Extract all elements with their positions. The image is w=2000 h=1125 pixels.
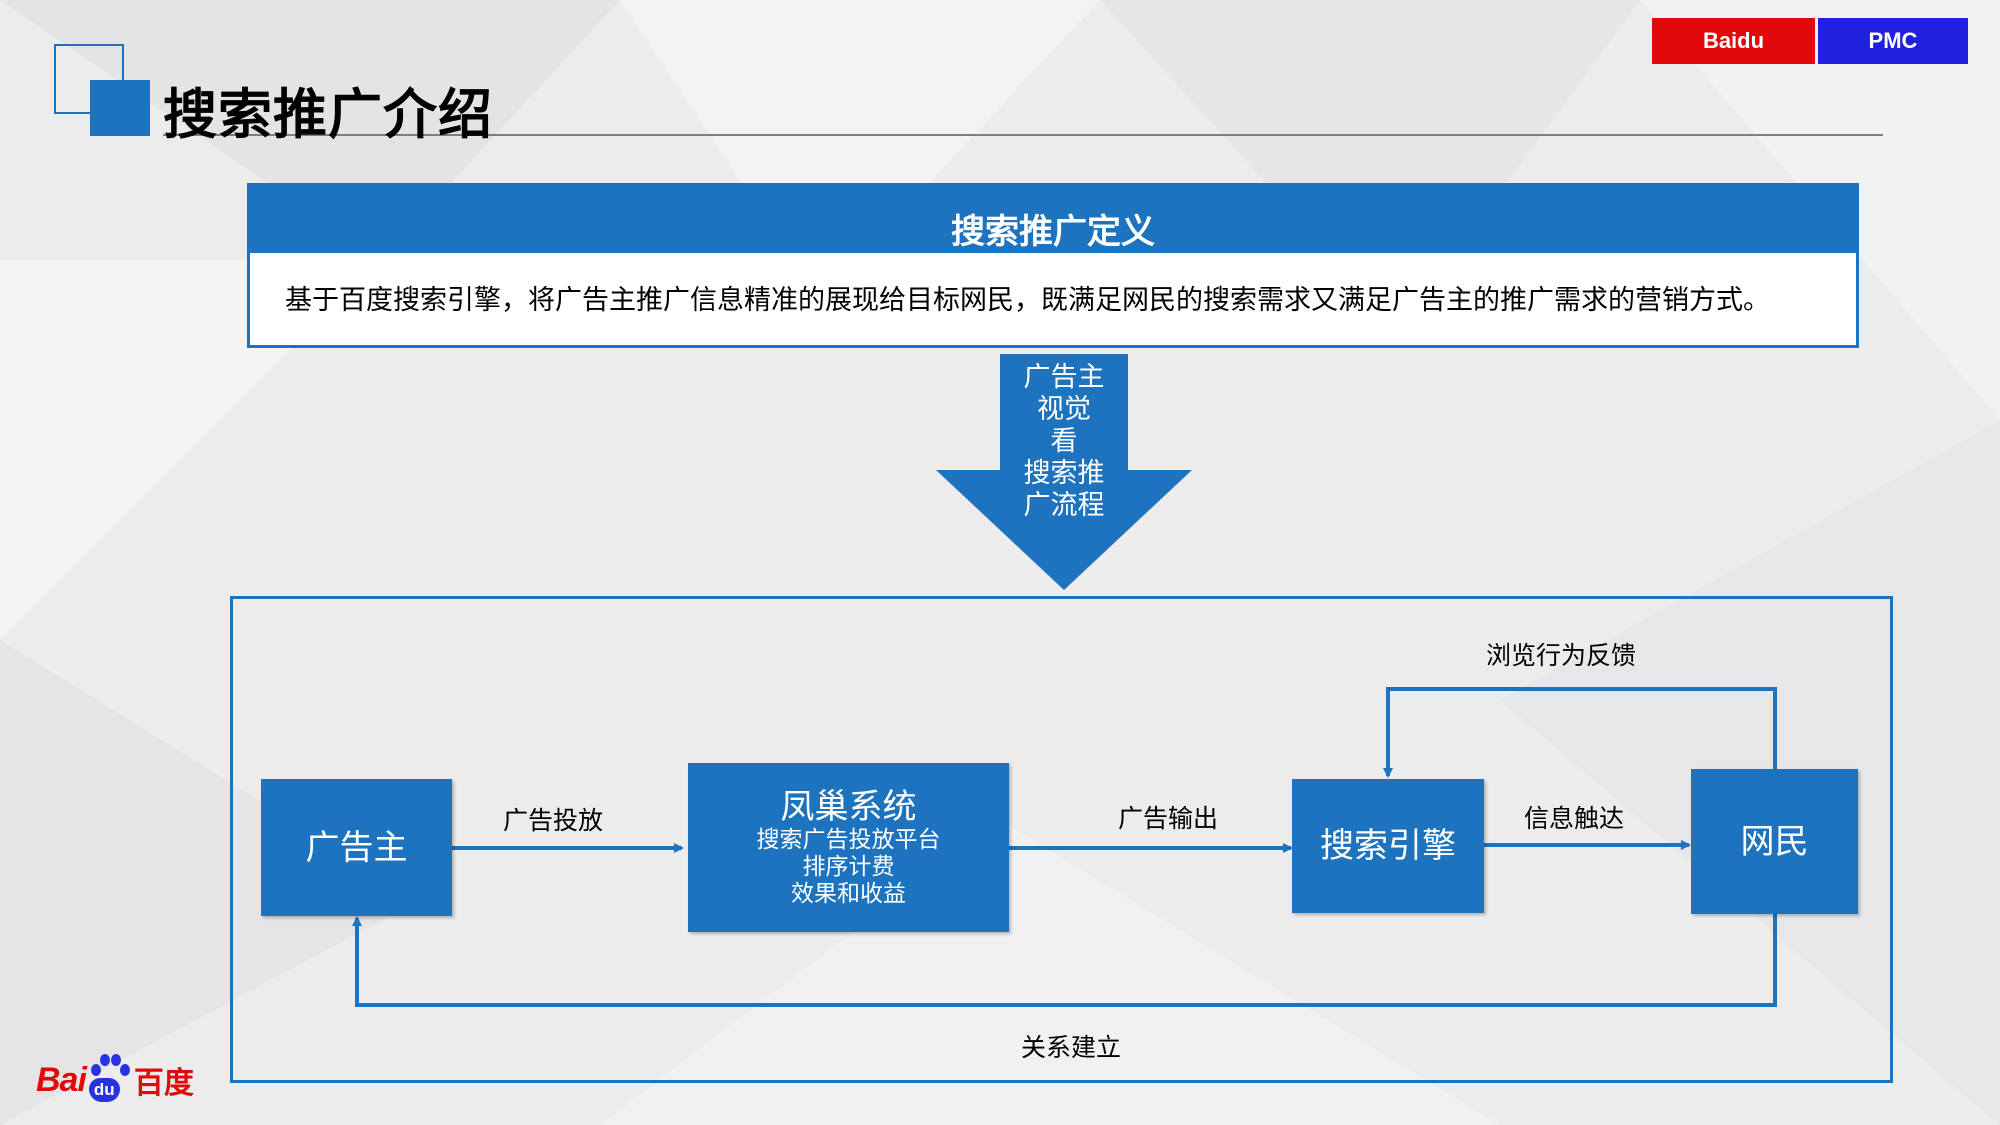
logo-cn-text: 百度 [133, 1066, 194, 1101]
title-divider [163, 134, 1883, 136]
baidu-tag: Baidu [1652, 18, 1815, 64]
title-decoration-outline [54, 44, 124, 114]
node-search-engine-label: 搜索引擎 [1320, 826, 1456, 866]
node-advertiser: 广告主 [261, 779, 452, 916]
connector-relationship-loop [352, 914, 1777, 1007]
node-advertiser-label: 广告主 [305, 827, 408, 868]
node-netizen-label: 网民 [1740, 821, 1809, 862]
node-fengchao: 凤巢系统 搜索广告投放平台 排序计费 效果和收益 [688, 763, 1009, 932]
node-fengchao-line: 效果和收益 [791, 881, 906, 907]
node-fengchao-line: 排序计费 [802, 854, 895, 880]
node-search-engine: 搜索引擎 [1292, 779, 1484, 913]
arrow-caption-line: 看 [1050, 426, 1078, 457]
arrow-caption-line: 广告主 [1023, 362, 1105, 393]
arrow-caption-line: 搜索推 [1023, 458, 1105, 489]
logo-du-text: du [88, 1078, 120, 1102]
down-arrow-shape [936, 354, 1192, 590]
pmc-tag: PMC [1818, 18, 1968, 64]
label-relationship: 关系建立 [1021, 1033, 1122, 1062]
arrow-caption-line: 视觉 [1037, 394, 1091, 425]
page-title: 搜索推广介绍 [163, 83, 493, 146]
baidu-logo: Bai du 百度 [36, 1050, 194, 1110]
arrow-caption-line: 广流程 [1023, 490, 1105, 521]
paw-icon: du [86, 1052, 134, 1108]
label-browse-feedback: 浏览行为反馈 [1486, 641, 1637, 670]
node-netizen: 网民 [1691, 769, 1858, 914]
definition-heading: 搜索推广定义 [247, 183, 1859, 253]
label-ad-placement: 广告投放 [503, 806, 604, 835]
node-fengchao-line: 搜索广告投放平台 [756, 827, 941, 853]
label-info-reach: 信息触达 [1524, 804, 1625, 833]
node-fengchao-title: 凤巢系统 [780, 787, 917, 827]
flow-frame [230, 596, 1893, 1083]
logo-bai-text: Bai [36, 1060, 87, 1099]
label-ad-output: 广告输出 [1118, 804, 1219, 833]
arrow-caption: 广告主 视觉 看 搜索推 广流程 [1000, 362, 1128, 522]
title-decoration-square [90, 80, 150, 136]
connector-feedback-loop [1383, 687, 1777, 778]
definition-text: 基于百度搜索引擎，将广告主推广信息精准的展现给目标网民，既满足网民的搜索需求又满… [285, 285, 1770, 316]
